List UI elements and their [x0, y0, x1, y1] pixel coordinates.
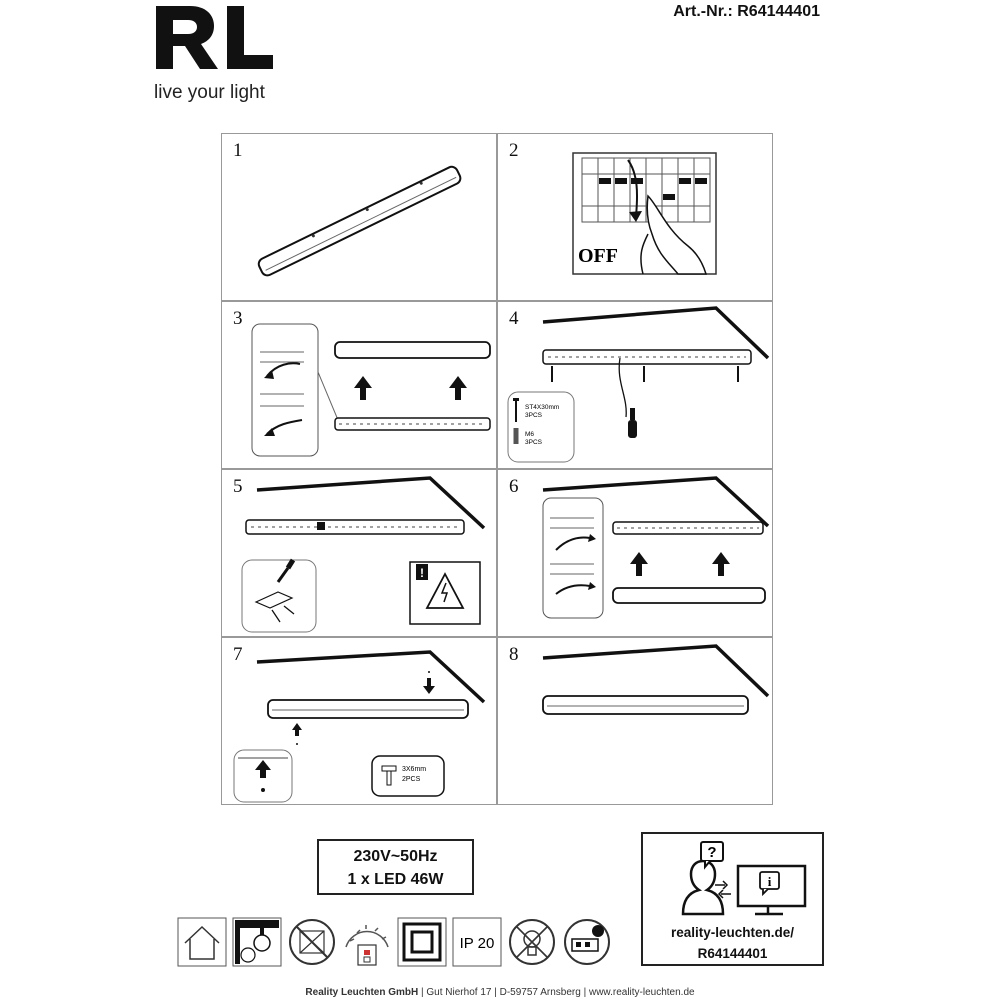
info-box: ? i reality-leuchten.de/ R64144401: [641, 832, 824, 966]
ip-rating-icon: IP 20: [452, 917, 502, 967]
voltage-spec: 230V~50Hz: [353, 848, 438, 865]
step-number: 4: [509, 308, 519, 329]
footer-separator: |: [583, 987, 587, 998]
support-illustration: ? i: [681, 841, 807, 916]
step-number: 7: [233, 644, 243, 665]
rl-logo: [156, 6, 273, 69]
indoor-house-icon: [177, 917, 227, 967]
ceiling-mount-icon: [232, 917, 282, 967]
footer-separator: |: [421, 987, 424, 998]
step-5-panel: 5 !: [221, 469, 497, 637]
article-number: Art.-Nr.: R64144401: [673, 3, 820, 20]
step-3-panel: 3: [221, 301, 497, 469]
step-number: 8: [509, 644, 519, 665]
step-number: 2: [509, 140, 519, 161]
screw-size-label: 3X6mm: [402, 766, 426, 773]
step-1-panel: 1: [221, 133, 497, 301]
info-website[interactable]: reality-leuchten.de/: [670, 925, 795, 940]
screw-qty-label: 2PCS: [402, 776, 421, 783]
footer-separator: |: [494, 987, 497, 998]
footer-city: D-59757 Arnsberg: [499, 987, 581, 998]
exchange-arrows-icon: [715, 880, 731, 899]
no-disposal-icon: [507, 917, 557, 967]
protection-class-ii-icon: [397, 917, 447, 967]
footer: Reality Leuchten GmbH | Gut Nierhof 17 |…: [0, 987, 1000, 998]
step-2-panel: 2 OFF: [497, 133, 773, 301]
screw-a-qty: 3PCS: [525, 412, 543, 419]
svg-text:i: i: [768, 874, 772, 889]
step-6-panel: 6: [497, 469, 773, 637]
logo-tagline: live your light: [154, 82, 265, 103]
instruction-grid: 1 2: [221, 133, 774, 813]
luminaire-illustration: [257, 165, 462, 277]
wiring-illustration: !: [241, 476, 486, 633]
svg-text:?: ?: [707, 844, 716, 861]
question-bubble-icon: [700, 841, 724, 862]
footer-address: Gut Nierhof 17: [426, 987, 492, 998]
screw-fixing-illustration: 3X6mm 2PCS: [233, 650, 486, 803]
info-icon: [759, 871, 780, 890]
finished-installation-illustration: [542, 644, 770, 715]
svg-text:!: !: [420, 566, 424, 580]
footer-web[interactable]: www.reality-leuchten.de: [588, 987, 695, 998]
screw-b-qty: 3PCS: [525, 439, 543, 446]
base-mounting-illustration: ST4X30mm 3PCS M6 3PCS: [507, 306, 770, 463]
breaker-switch-off-illustration: OFF: [572, 152, 717, 275]
step-4-panel: 4 ST4X30mm 3PCS M6 3PCS: [497, 301, 773, 469]
footer-company: Reality Leuchten GmbH: [305, 987, 419, 998]
no-covering-icon: [287, 917, 337, 967]
step-number: 5: [233, 476, 243, 497]
step-number: 1: [233, 140, 243, 161]
cover-refit-illustration: [542, 476, 770, 619]
led-spec: 1 x LED 46W: [347, 871, 444, 888]
screw-a-label: ST4X30mm: [525, 404, 559, 411]
off-label: OFF: [578, 245, 618, 267]
electrical-specs: 230V~50Hz 1 x LED 46W: [317, 839, 474, 895]
info-article: R64144401: [697, 946, 768, 961]
screw-b-label: M6: [525, 431, 534, 438]
step-7-panel: 7 3X6mm 2PCS: [221, 637, 497, 805]
ip-rating-text: IP 20: [460, 935, 495, 952]
switch-icon: [342, 917, 392, 967]
led-module-icon: [562, 917, 612, 967]
step-8-panel: 8: [497, 637, 773, 805]
cover-removal-illustration: [251, 323, 491, 457]
step-number: 6: [509, 476, 519, 497]
person-icon: [681, 859, 725, 916]
step-number: 3: [233, 308, 243, 329]
